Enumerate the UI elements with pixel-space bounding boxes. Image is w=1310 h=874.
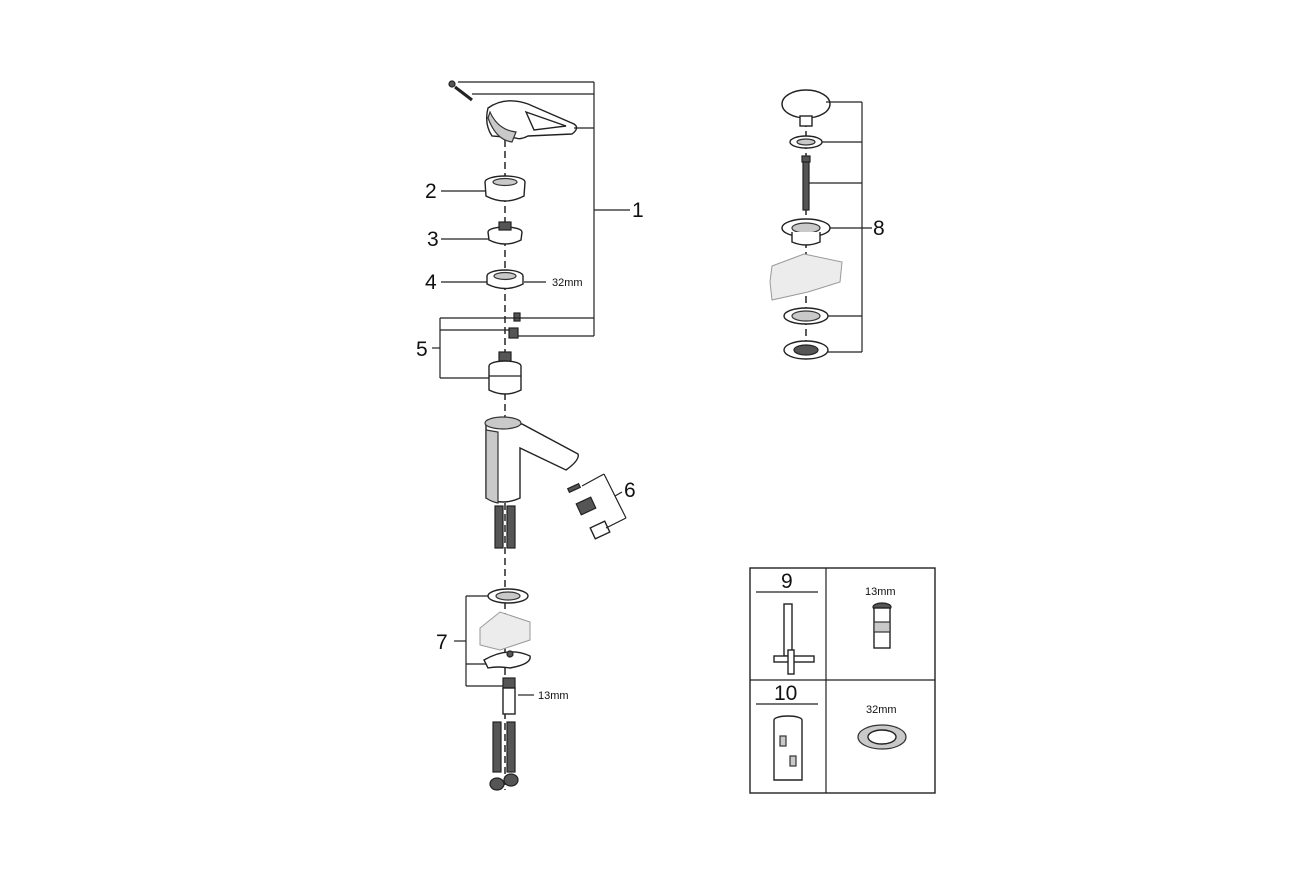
- waste-rod: [801, 155, 811, 211]
- dimension-32mm-tool: 32mm: [866, 704, 897, 716]
- waste-nut: [783, 340, 829, 360]
- threaded-connector: [502, 677, 516, 715]
- basin-section: [769, 253, 843, 301]
- waste-washer: [789, 135, 823, 149]
- bracket-part-1: [440, 81, 630, 337]
- bracket-part-5: [432, 318, 510, 379]
- bracket-part-7: [454, 595, 534, 696]
- faucet-assembly: [432, 80, 630, 791]
- adapter-part: [487, 221, 523, 245]
- bracket-part-6: [581, 473, 627, 529]
- tools-table: [749, 567, 936, 794]
- cartridge-part: [488, 351, 522, 395]
- hose-lower: [489, 721, 519, 791]
- label-part-5: 5: [416, 338, 428, 361]
- plug-cap: [781, 89, 831, 127]
- countertop-section: [479, 611, 531, 651]
- label-part-6: 6: [624, 479, 636, 502]
- label-part-7: 7: [436, 631, 448, 654]
- label-part-9: 9: [781, 570, 793, 593]
- dimension-13mm-tool: 13mm: [865, 586, 896, 598]
- ring-32mm-tool: [857, 724, 907, 750]
- label-part-8: 8: [873, 217, 885, 240]
- bracket-part-8: [809, 101, 872, 353]
- faucet-body: [484, 416, 579, 504]
- mounting-ring: [487, 588, 529, 604]
- label-part-10: 10: [774, 682, 797, 705]
- dimension-32mm-ring: 32mm: [552, 277, 583, 289]
- horseshoe-washer: [483, 650, 531, 669]
- grub-screw: [448, 80, 473, 102]
- cartridge-key-tool: [773, 715, 803, 781]
- hose-upper: [494, 505, 516, 549]
- label-part-2: 2: [425, 180, 437, 203]
- lever-handle: [485, 100, 578, 143]
- dimension-13mm-connector: 13mm: [538, 690, 569, 702]
- aerator-set: [566, 482, 611, 540]
- label-part-1: 1: [632, 199, 644, 222]
- waste-assembly: [769, 89, 872, 360]
- socket-13mm-tool: [872, 602, 892, 649]
- waste-lower-ring: [783, 307, 829, 325]
- small-screw: [508, 312, 521, 339]
- nut-ring-part: [486, 269, 524, 290]
- label-part-4: 4: [425, 271, 437, 294]
- label-part-3: 3: [427, 228, 439, 251]
- waste-flange: [781, 218, 831, 246]
- t-wrench-tool: [773, 603, 815, 675]
- cap-part: [484, 175, 526, 202]
